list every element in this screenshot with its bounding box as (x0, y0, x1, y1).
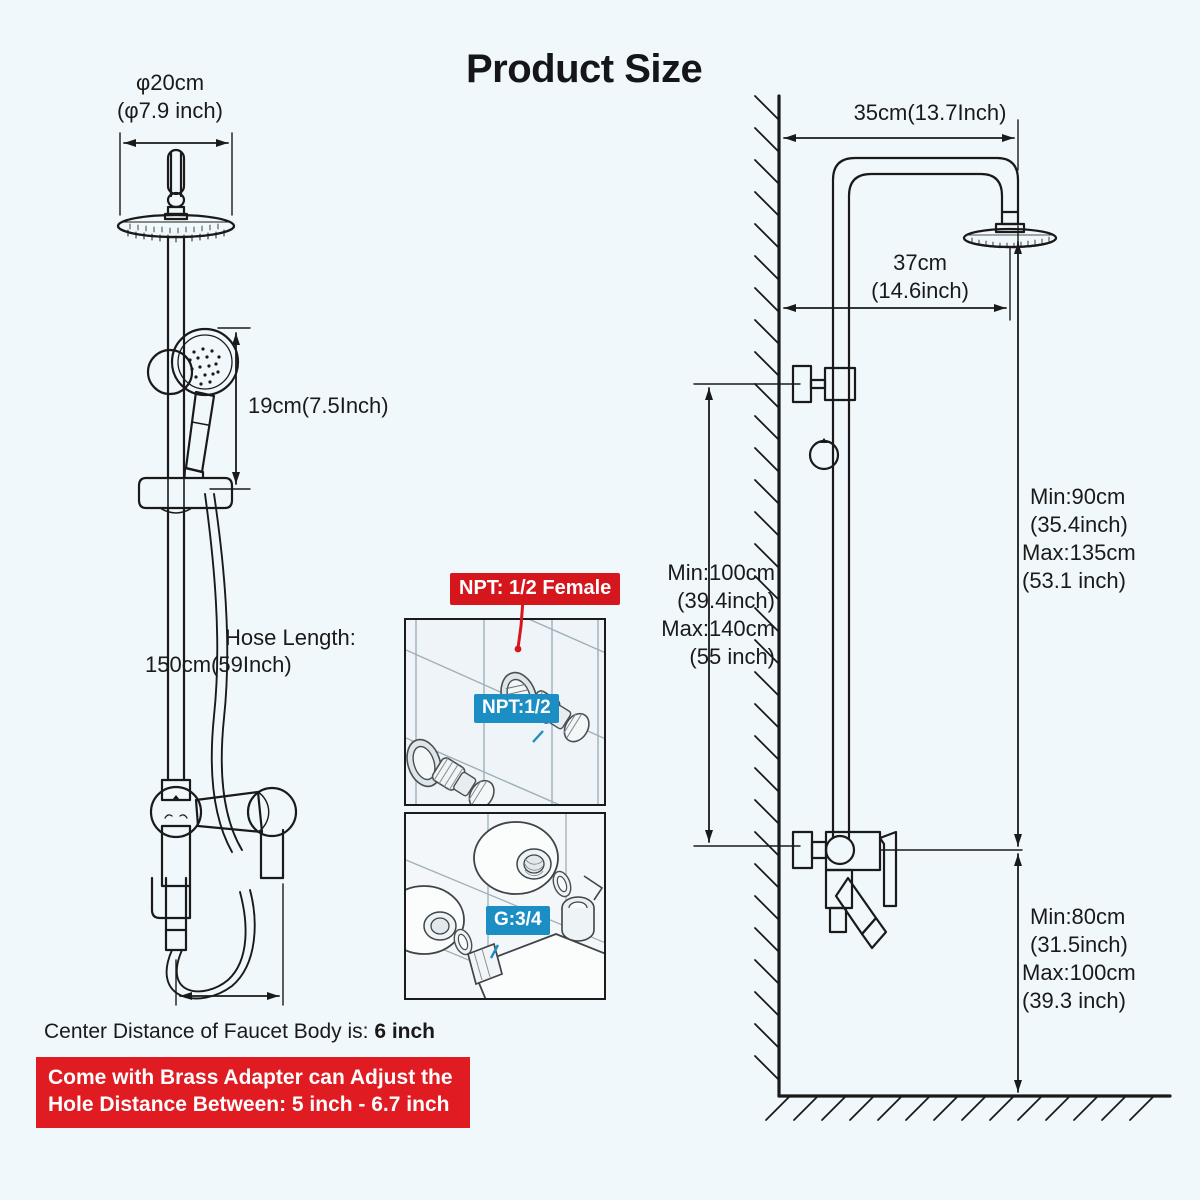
brass-adapter-banner-line2-value: 5 inch - 6.7 inch (291, 1093, 450, 1117)
upper-height-label-line4: (53.1 inch) (1022, 568, 1126, 593)
npt-female-tag: NPT: 1/2 Female (450, 573, 621, 605)
hose-length-label-line1: Hose Length: (225, 625, 356, 650)
lower-height-label-line4: (39.3 inch) (1022, 988, 1126, 1013)
hose-length-label-line2: 150cm(59Inch) (145, 652, 292, 677)
center-distance-note-value: 6 inch (374, 1020, 436, 1043)
upper-height-label-line3: Max:135cm (1022, 540, 1136, 565)
brass-adapter-banner: Come with Brass Adapter can Adjust the H… (36, 1057, 470, 1128)
center-distance-note: Center Distance of Faucet Body is: 6 inc… (44, 1020, 435, 1045)
riser-range-label-line2: (39.4inch) (677, 588, 775, 613)
lower-height-label-line2: (31.5inch) (1030, 932, 1128, 957)
lower-height-label-line1: Min:80cm (1030, 904, 1126, 929)
riser-range-label-line4: (55 inch) (689, 644, 775, 669)
page-title: Product Size (466, 47, 703, 91)
brass-adapter-banner-line1: Come with Brass Adapter can Adjust the (48, 1066, 453, 1089)
upper-height-label-line1: Min:90cm (1030, 484, 1126, 509)
upper-height-label-line2: (35.4inch) (1030, 512, 1128, 537)
riser-range-label-line1: Min:100cm (667, 560, 775, 585)
head-diameter-cm-label: φ20cm (135, 70, 205, 95)
head-reach-label-line2: (14.6inch) (871, 278, 969, 303)
head-diameter-inch-label: (φ7.9 inch) (117, 98, 223, 123)
center-distance-note-prefix: Center Distance of Faucet Body is: (44, 1020, 375, 1043)
head-reach-label-line1: 37cm (893, 250, 947, 275)
brass-adapter-banner-line2: Hole Distance Between: 5 inch - 6.7 inch (48, 1091, 458, 1118)
arm-reach-label: 35cm(13.7Inch) (853, 100, 1007, 125)
riser-range-label-line3: Max:140cm (661, 616, 775, 641)
npt-half-tag: NPT:1/2 (474, 694, 559, 723)
brass-adapter-banner-line2-prefix: Hole Distance Between: (48, 1093, 292, 1117)
handshower-length-label: 19cm(7.5Inch) (248, 393, 389, 418)
g-three-quarter-tag: G:3/4 (486, 906, 550, 935)
lower-height-label-line3: Max:100cm (1022, 960, 1136, 985)
